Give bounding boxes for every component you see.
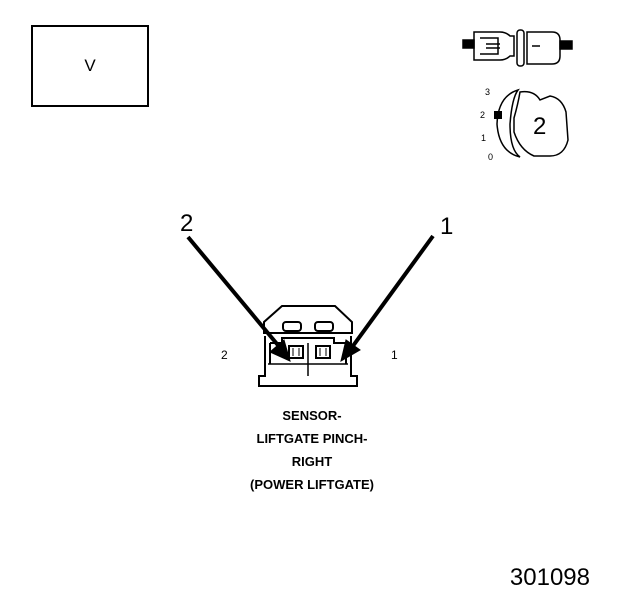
connector-caption: SENSOR- LIFTGATE PINCH- RIGHT (POWER LIF…	[212, 404, 412, 496]
liftgate-pinch-sensor-connector	[258, 305, 358, 387]
connector-position-icon	[494, 88, 569, 158]
caption-line: (POWER LIFTGATE)	[250, 477, 374, 492]
caption-line: SENSOR-	[282, 408, 342, 423]
pin-2-arrow	[186, 235, 291, 362]
caption-line: LIFTGATE PINCH-	[256, 431, 368, 446]
caption-line: RIGHT	[291, 454, 333, 469]
figure-number: 301098	[509, 564, 590, 591]
pin-1-arrow	[340, 234, 435, 363]
connector-number: 2	[533, 113, 547, 140]
pin-label-1: 1	[391, 348, 398, 362]
view-label: V	[84, 56, 96, 75]
position-label-0: 0	[488, 152, 494, 162]
position-label-3: 3	[485, 87, 491, 97]
connector-pair-icon	[462, 29, 573, 67]
arrow-label-2: 2	[180, 210, 194, 237]
arrow-label-1: 1	[440, 213, 454, 240]
position-label-2: 2	[480, 110, 486, 120]
view-label-box: V	[31, 25, 149, 107]
position-label-1: 1	[481, 133, 487, 143]
pin-label-2: 2	[221, 348, 228, 362]
